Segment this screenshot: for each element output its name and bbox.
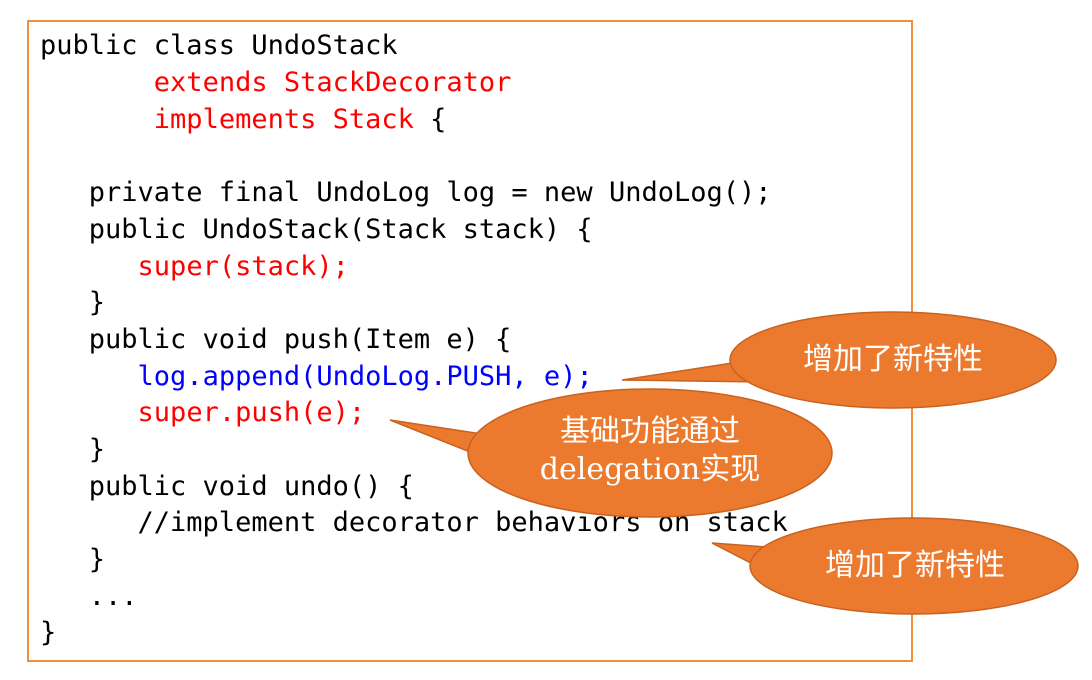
code-line-5: private final UndoLog log = new UndoLog(… (40, 177, 772, 208)
code-line-17: } (40, 617, 57, 648)
super-push-call: super.push(e); (137, 397, 366, 428)
code-line-12: } (40, 434, 106, 465)
callout-new-feature-1-text: 增加了新特性 (803, 342, 983, 377)
callout-new-feature-2-text: 增加了新特性 (825, 548, 1005, 583)
code-line-1: public class UndoStack (40, 30, 398, 61)
code-line-14: //implement decorator behaviors on stack (40, 507, 788, 538)
callout-delegation-line2: delegation实现 (539, 452, 761, 487)
code-line-8: } (40, 287, 106, 318)
code-line-7: super(stack); (40, 249, 349, 285)
super-call: super(stack); (137, 251, 349, 282)
code-line-16: ... (40, 581, 138, 612)
code-line-11: super.push(e); (40, 395, 366, 431)
code-line-2: extends StackDecorator (40, 65, 512, 101)
extends-clause: extends StackDecorator (153, 67, 512, 98)
code-line-13: public void undo() { (40, 471, 414, 502)
code-line-10: log.append(UndoLog.PUSH, e); (40, 359, 593, 395)
code-line-9: public void push(Item e) { (40, 324, 512, 355)
log-append-call: log.append(UndoLog.PUSH, e); (137, 361, 593, 392)
callout-delegation-text: 基础功能通过 delegation实现 (500, 413, 800, 489)
code-line-6: public UndoStack(Stack stack) { (40, 214, 593, 245)
implements-clause: implements Stack (153, 104, 414, 135)
callout-delegation-line1: 基础功能通过 (560, 414, 740, 449)
code-line-3: implements Stack { (153, 104, 447, 135)
code-line-15: } (40, 544, 106, 575)
